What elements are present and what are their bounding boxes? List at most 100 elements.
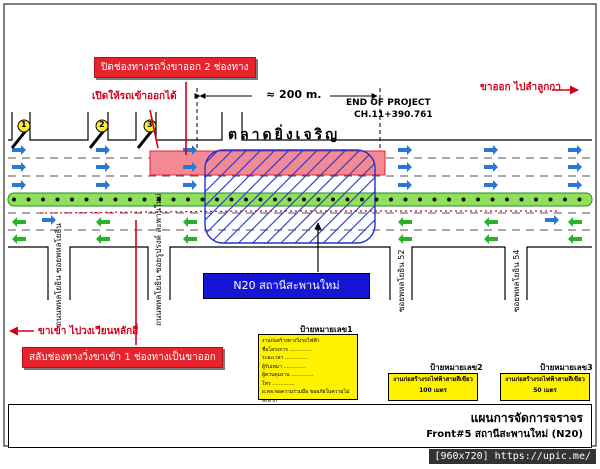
source-watermark: [960x720] https://upic.me/	[429, 449, 596, 464]
outbound-arrow	[183, 180, 197, 190]
side-street-right-2: ซอยพหลโยธิน 54	[512, 249, 521, 312]
intersection-2-number: 2	[99, 120, 105, 129]
outbound-arrow	[12, 162, 26, 172]
sign1-line: ผู้ควบคุมงาน ..............	[262, 372, 314, 378]
sign1-line: งานก่อสร้างทางวิ่งรถไฟฟ้า	[262, 338, 320, 344]
sign2-line2: 100 เมตร	[419, 387, 447, 394]
pier-dot	[84, 197, 89, 202]
outbound-arrow	[183, 145, 197, 155]
pier-dot	[55, 197, 60, 202]
inbound-arrow	[183, 217, 197, 227]
open-turn-label: เปิดให้รถเข้าออกได้	[92, 91, 177, 102]
sign1-line: โทร ..............	[262, 380, 295, 387]
distance-dimension	[194, 88, 381, 150]
plan-subtitle: Front#5 สถานีสะพานใหม่ (N20)	[426, 429, 583, 440]
inbound-arrow	[12, 234, 26, 244]
pier-dot	[389, 197, 393, 202]
pier-dot	[200, 197, 205, 202]
pier-dot	[70, 197, 74, 202]
inbound-arrow	[484, 234, 498, 244]
pier-dot	[26, 197, 31, 202]
pier-dot	[244, 197, 248, 202]
market-name: ตลาดยิ่งเจริญ	[228, 127, 341, 143]
pier-dot	[171, 197, 176, 202]
outbound-arrow	[568, 145, 582, 155]
distance-label: ≈ 200 m.	[266, 88, 322, 101]
pier-dot	[186, 197, 190, 202]
sign3-caption: ป้ายหมายเลข3	[540, 363, 593, 372]
side-street-left-1: ถนนพหลโยธิน ซอยพหลโยธิน	[54, 223, 63, 326]
end-of-project-title: END OF PROJECT	[346, 98, 431, 108]
pier-dot	[41, 197, 45, 202]
sign3-line2: 50 เมตร	[533, 387, 557, 394]
inbound-direction-label: ขาเข้า ไปวงเวียนหลักสี่	[38, 326, 139, 337]
callout-leaders	[135, 82, 187, 345]
sign2-caption: ป้ายหมายเลข2	[430, 363, 483, 372]
contraflow-path	[39, 210, 560, 214]
sign1-line: ระยะเวลา ..............	[262, 355, 308, 361]
intersection-3-number: 3	[147, 120, 153, 129]
pier-dot	[447, 197, 451, 202]
sign2-panel: งานก่อสร้างรถไฟฟ้าสายสีเขียว 100 เมตร	[388, 373, 478, 401]
pier-dot	[360, 197, 364, 202]
outbound-arrow	[398, 162, 412, 172]
inbound-arrow	[12, 217, 26, 227]
sign1-line: ผ.ทล.ขอความร่วมมือ ขออภัยในความไม่สะดวก	[262, 389, 350, 404]
pier-dot	[418, 197, 422, 202]
end-of-project: END OF PROJECT CH.11+390.761	[346, 97, 433, 121]
pier-dot	[316, 197, 321, 202]
pier-dot	[476, 197, 480, 202]
inbound-arrows	[12, 217, 582, 244]
inbound-arrow	[96, 217, 110, 227]
outbound-arrow	[398, 145, 412, 155]
pier-dot	[258, 197, 263, 202]
station-work-zone	[204, 149, 376, 244]
pier-dot	[12, 197, 16, 202]
outbound-arrow	[96, 162, 110, 172]
pier-dot	[548, 197, 553, 202]
sign1-line: ชื่อโครงการ ..............	[262, 346, 312, 353]
outbound-arrow	[484, 180, 498, 190]
inbound-arrow	[568, 234, 582, 244]
pier-markers	[12, 197, 582, 202]
outbound-arrow	[96, 180, 110, 190]
pier-dot	[461, 197, 466, 202]
pier-dot	[128, 197, 132, 202]
pier-dot	[142, 197, 147, 202]
end-of-project-chainage: CH.11+390.761	[354, 110, 433, 120]
outbound-arrows	[12, 145, 582, 225]
close-outbound-text: ปิดช่องทางรถวิ่งขาออก 2 ช่องทาง	[101, 62, 249, 73]
pier-dot	[490, 197, 495, 202]
sign1-caption: ป้ายหมายเลข1	[300, 325, 353, 334]
pier-dot	[577, 197, 582, 202]
outbound-arrow	[568, 180, 582, 190]
inbound-arrow	[183, 234, 197, 244]
pier-dot	[302, 197, 306, 202]
side-street-left-2: ถนนพหลโยธิน ซอยรูปรงค์ สะพานใหม่	[154, 193, 163, 326]
outbound-arrow	[484, 162, 498, 172]
pier-dot	[99, 197, 103, 202]
close-outbound-callout: ปิดช่องทางรถวิ่งขาออก 2 ช่องทาง	[94, 57, 256, 78]
contraflow-arrow	[545, 215, 559, 225]
pier-dot	[374, 197, 379, 202]
sign3-line1: งานก่อสร้างรถไฟฟ้าสายสีเขียว	[505, 376, 585, 383]
pier-dot	[331, 197, 335, 202]
pier-dot	[215, 197, 219, 202]
direction-arrows	[9, 85, 579, 336]
title-block: แผนการจัดการจราจร Front#5 สถานีสะพานใหม่…	[8, 404, 592, 448]
outbound-arrow	[568, 162, 582, 172]
pier-dot	[287, 197, 292, 202]
outbound-arrow	[96, 145, 110, 155]
inbound-arrow	[398, 217, 412, 227]
pier-dot	[403, 197, 408, 202]
station-label: N20 สถานีสะพานใหม่	[203, 273, 370, 299]
inbound-arrow	[398, 234, 412, 244]
swap-inbound-text: สลับช่องทางวิ่งขาเข้า 1 ช่องทางเป็นขาออก	[29, 352, 216, 363]
side-street-right-1: ซอยพหลโยธิน 52	[397, 249, 406, 312]
pier-dot	[273, 197, 277, 202]
plan-title: แผนการจัดการจราจร	[470, 411, 583, 425]
pier-dot	[229, 197, 234, 202]
outbound-direction-label: ขาออก ไปลำลูกกา	[480, 82, 561, 93]
